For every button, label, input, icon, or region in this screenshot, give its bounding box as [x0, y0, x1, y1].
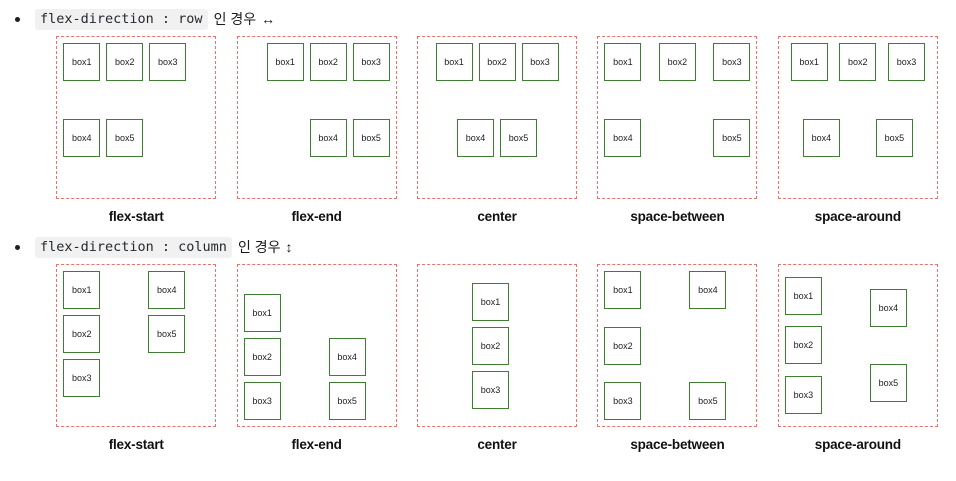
column-panel-center: box1 box2 box3 box4 box5 center — [407, 264, 643, 452]
panel-label: space-around — [814, 209, 901, 224]
row-section-heading: flex-direction : row 인 경우 ↔ — [0, 6, 956, 32]
flex-item: box4 — [63, 119, 101, 157]
flex-item: box4 — [457, 119, 495, 157]
flex-item: box2 — [309, 43, 347, 81]
flex-item: box3 — [149, 43, 187, 81]
row-panel-flex-start: box1 box2 box3 box4 box5 flex-start — [46, 36, 226, 224]
panel-label: space-between — [630, 209, 725, 224]
flex-item: box4 — [689, 271, 727, 309]
row-panels-strip: box1 box2 box3 box4 box5 flex-start box1… — [0, 36, 956, 224]
flex-item: box3 — [352, 43, 390, 81]
flex-item: box1 — [63, 43, 101, 81]
flex-item: box3 — [63, 359, 101, 397]
flex-container-row-space-around: box1 box2 box3 box4 box5 — [777, 36, 938, 199]
panel-label: space-between — [630, 437, 725, 452]
column-code-chip: flex-direction : column — [35, 236, 232, 258]
panel-label: center — [477, 437, 517, 452]
flex-item: box2 — [784, 326, 822, 365]
flex-container-column-flex-start: box1 box2 box3 box4 box5 — [56, 264, 217, 427]
flex-item: box5 — [148, 315, 186, 353]
flex-item: box5 — [106, 119, 144, 157]
row-code-chip: flex-direction : row — [35, 8, 208, 30]
flex-item: box2 — [106, 43, 144, 81]
flex-item: box4 — [869, 289, 907, 328]
column-direction-section: flex-direction : column 인 경우 ↕ box1 box2… — [0, 224, 956, 452]
panel-label: center — [477, 209, 517, 224]
flex-item: box4 — [328, 338, 366, 376]
flex-item: box1 — [784, 276, 822, 315]
column-panel-space-between: box1 box2 box3 box4 box5 space-between — [587, 264, 767, 452]
row-panel-flex-end: box1 box2 box3 box4 box5 flex-end — [226, 36, 406, 224]
flex-item: box1 — [63, 271, 101, 309]
flex-container-row-flex-start: box1 box2 box3 box4 box5 — [56, 36, 217, 199]
row-direction-section: flex-direction : row 인 경우 ↔ box1 box2 bo… — [0, 0, 956, 224]
flex-item: box2 — [658, 43, 696, 81]
flex-item: box3 — [243, 382, 281, 420]
flex-item: box5 — [500, 119, 538, 157]
flex-container-row-space-between: box1 box2 box3 box4 box5 — [597, 36, 758, 199]
flex-item: box1 — [435, 43, 473, 81]
horizontal-arrow-icon: ↔ — [261, 11, 276, 27]
flex-item: box1 — [604, 43, 642, 81]
flex-item: box4 — [604, 119, 642, 157]
panel-label: flex-end — [291, 437, 342, 452]
flex-item: box2 — [243, 338, 281, 376]
flex-item: box4 — [309, 119, 347, 157]
flex-item: box2 — [604, 326, 642, 365]
flex-item: box2 — [472, 326, 510, 365]
column-panel-space-around: box1 box2 box3 box4 box5 space-around — [768, 264, 948, 452]
flex-container-row-flex-end: box1 box2 box3 box4 box5 — [236, 36, 397, 199]
flex-item: box2 — [478, 43, 516, 81]
flex-item: box5 — [713, 119, 751, 157]
flex-item: box4 — [802, 119, 840, 157]
panel-label: flex-start — [108, 209, 164, 224]
flex-container-column-center: box1 box2 box3 box4 box5 — [417, 264, 643, 427]
row-panel-space-around: box1 box2 box3 box4 box5 space-around — [768, 36, 948, 224]
flex-item: box3 — [472, 370, 510, 409]
flex-item: box3 — [784, 376, 822, 415]
flex-item: box5 — [869, 363, 907, 402]
flex-item: box1 — [266, 43, 304, 81]
flex-item: box5 — [875, 119, 913, 157]
vertical-arrow-icon: ↕ — [285, 239, 293, 255]
flex-item: box1 — [604, 271, 642, 309]
column-panel-flex-start: box1 box2 box3 box4 box5 flex-start — [46, 264, 226, 452]
flex-item: box5 — [328, 382, 366, 420]
panel-label: flex-start — [108, 437, 164, 452]
bullet-dot-icon — [15, 244, 20, 250]
flex-item: box1 — [243, 294, 281, 332]
flex-item: box3 — [521, 43, 559, 81]
flex-item: box2 — [63, 315, 101, 353]
flex-container-column-flex-end: box1 box2 box3 box4 box5 — [236, 264, 397, 427]
column-panels-strip: box1 box2 box3 box4 box5 flex-start box1… — [0, 264, 956, 452]
panel-label: space-around — [814, 437, 901, 452]
flex-item: box1 — [790, 43, 828, 81]
row-korean-text: 인 경우 — [213, 11, 257, 27]
flex-item: box4 — [148, 271, 186, 309]
flex-item: box2 — [839, 43, 877, 81]
flex-item: box3 — [604, 382, 642, 420]
flex-item: box5 — [352, 119, 390, 157]
flex-container-row-center: box1 box2 box3 box4 box5 — [417, 36, 578, 199]
flex-container-column-space-around: box1 box2 box3 box4 box5 — [777, 264, 938, 427]
bullet-dot-icon — [15, 16, 20, 22]
column-section-heading: flex-direction : column 인 경우 ↕ — [0, 234, 956, 260]
row-panel-space-between: box1 box2 box3 box4 box5 space-between — [587, 36, 767, 224]
flex-item: box3 — [713, 43, 751, 81]
flex-item: box1 — [472, 282, 510, 321]
flex-item: box3 — [887, 43, 925, 81]
row-panel-center: box1 box2 box3 box4 box5 center — [407, 36, 587, 224]
column-korean-text: 인 경우 — [237, 239, 281, 255]
flex-item: box5 — [689, 382, 727, 420]
flex-container-column-space-between: box1 box2 box3 box4 box5 — [597, 264, 758, 427]
panel-label: flex-end — [291, 209, 342, 224]
column-panel-flex-end: box1 box2 box3 box4 box5 flex-end — [226, 264, 406, 452]
